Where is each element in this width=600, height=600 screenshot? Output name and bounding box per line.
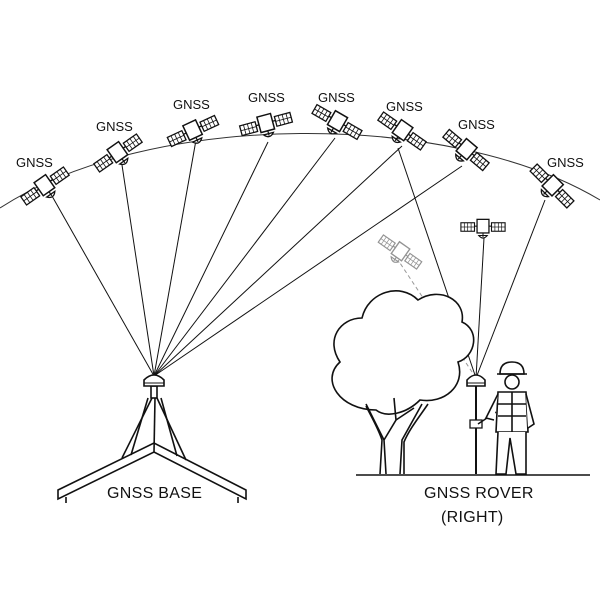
satellite-obstructed xyxy=(373,231,425,276)
gnss-antenna-icon xyxy=(143,374,165,387)
satellite-3: GNSS xyxy=(164,97,223,155)
base-signal-rays xyxy=(51,137,463,377)
satellite-8: GNSS xyxy=(523,155,584,215)
satellite-1: GNSS xyxy=(16,155,75,213)
satellite-label: GNSS xyxy=(318,90,355,105)
satellite-5: GNSS xyxy=(307,90,365,148)
satellite-icon xyxy=(90,129,148,180)
satellite-9 xyxy=(460,218,506,239)
satellite-icon xyxy=(237,107,296,145)
satellite-4: GNSS xyxy=(237,90,296,145)
rover-caption: GNSS ROVER xyxy=(424,485,534,502)
satellite-label: GNSS xyxy=(458,117,495,132)
satellite-label: GNSS xyxy=(547,155,584,170)
satellite-icon xyxy=(307,100,365,148)
range-pole-icon xyxy=(469,386,497,474)
satellite-6: GNSS xyxy=(372,99,430,158)
tripod-icon xyxy=(121,385,187,461)
satellite-icon xyxy=(17,162,75,213)
rover-antenna-icon xyxy=(466,374,486,387)
satellite-label: GNSS xyxy=(248,90,285,105)
satellite-icon xyxy=(372,107,430,158)
satellite-icon xyxy=(164,111,223,155)
orbit-arc xyxy=(0,133,600,209)
surveyor-icon xyxy=(484,361,535,475)
satellite-label: GNSS xyxy=(16,155,53,170)
gnss-base: GNSS BASE xyxy=(57,374,247,503)
satellite-label: GNSS xyxy=(173,97,210,112)
tree-icon xyxy=(331,290,475,475)
satellite-2: GNSS xyxy=(90,119,148,180)
satellite-icon xyxy=(460,218,506,239)
satellite-7: GNSS xyxy=(436,117,495,178)
rover-caption-sub: (RIGHT) xyxy=(441,509,504,526)
satellite-icon xyxy=(436,125,493,178)
satellite-icon xyxy=(373,231,425,276)
satellite-label: GNSS xyxy=(96,119,133,134)
satellite-label: GNSS xyxy=(386,99,423,114)
base-caption: GNSS BASE xyxy=(107,485,202,502)
